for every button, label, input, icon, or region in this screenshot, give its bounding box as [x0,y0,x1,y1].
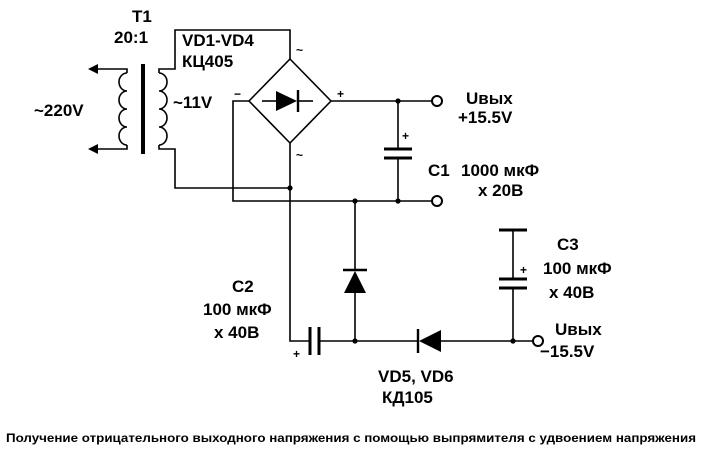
vd6-diode-icon [419,330,441,352]
primary-lead-bottom [96,145,128,150]
bridge-diamond [247,57,333,145]
bridge-ac-mark-bottom: ~ [296,148,303,162]
diode-vd5 [343,268,367,293]
capacitor-c3 [499,228,527,290]
output-neg-label: Uвых [555,320,602,339]
c1-capacitance: 1000 мкФ [461,161,539,180]
output-pos-value: +15.5V [458,108,513,127]
t1-ratio: 20:1 [114,28,148,47]
junction-dot [352,338,358,344]
terminal-ground [431,195,443,207]
diodes-names: VD5, VD6 [378,367,454,386]
secondary-lead-bottom [158,143,291,189]
c3-plus-mark: + [520,263,527,277]
bridge-name: VD1-VD4 [182,31,254,50]
diode-bridge [247,57,333,145]
arrow-left-top-icon [88,64,98,74]
c3-capacitance: 100 мкФ [543,259,612,278]
diode-vd6 [416,329,441,353]
secondary-winding [158,72,168,146]
junction-dot [510,338,516,344]
capacitor-c1 [384,147,412,160]
c2-plus-mark: + [293,347,300,361]
c2-capacitance: 100 мкФ [203,300,272,319]
bridge-minus-mark: − [234,87,241,101]
diodes-part: КД105 [382,388,433,407]
primary-lead-top [96,68,128,73]
output-pos-label: Uвых [466,89,513,108]
arrow-left-bottom-icon [88,144,98,154]
output-neg-value: −15.5V [540,342,595,361]
junction-dot [395,98,401,104]
c1-voltage: х 20В [478,181,523,200]
c1-name: C1 [428,161,450,180]
primary-voltage-label: ~220V [34,101,84,120]
bridge-diode-icon [276,91,297,111]
transformer-t1 [88,29,291,189]
c2-name: C2 [232,277,254,296]
secondary-voltage-label: ~11V [173,93,213,112]
wire-ac-to-c2 [289,188,310,342]
terminal-negative-output [532,335,544,347]
c1-plus-mark: + [402,129,409,143]
junction-dot [287,185,293,191]
capacitor-c2 [308,327,321,355]
primary-winding [118,72,128,146]
junction-dot [395,198,401,204]
junction-dot [352,198,358,204]
bridge-ac-mark-top: ~ [296,43,303,57]
bridge-plus-mark: + [337,87,344,101]
c3-voltage: х 40В [549,283,594,302]
secondary-lead-top [158,29,291,73]
terminal-positive-output [431,95,443,107]
c3-name: C3 [557,235,579,254]
c2-voltage: х 40В [214,323,259,342]
bridge-part: КЦ405 [182,52,233,71]
figure-caption: Получение отрицательного выходного напря… [6,433,696,445]
vd5-diode-icon [344,271,366,293]
wire-bridge-minus [232,100,432,202]
t1-name: T1 [132,7,152,26]
